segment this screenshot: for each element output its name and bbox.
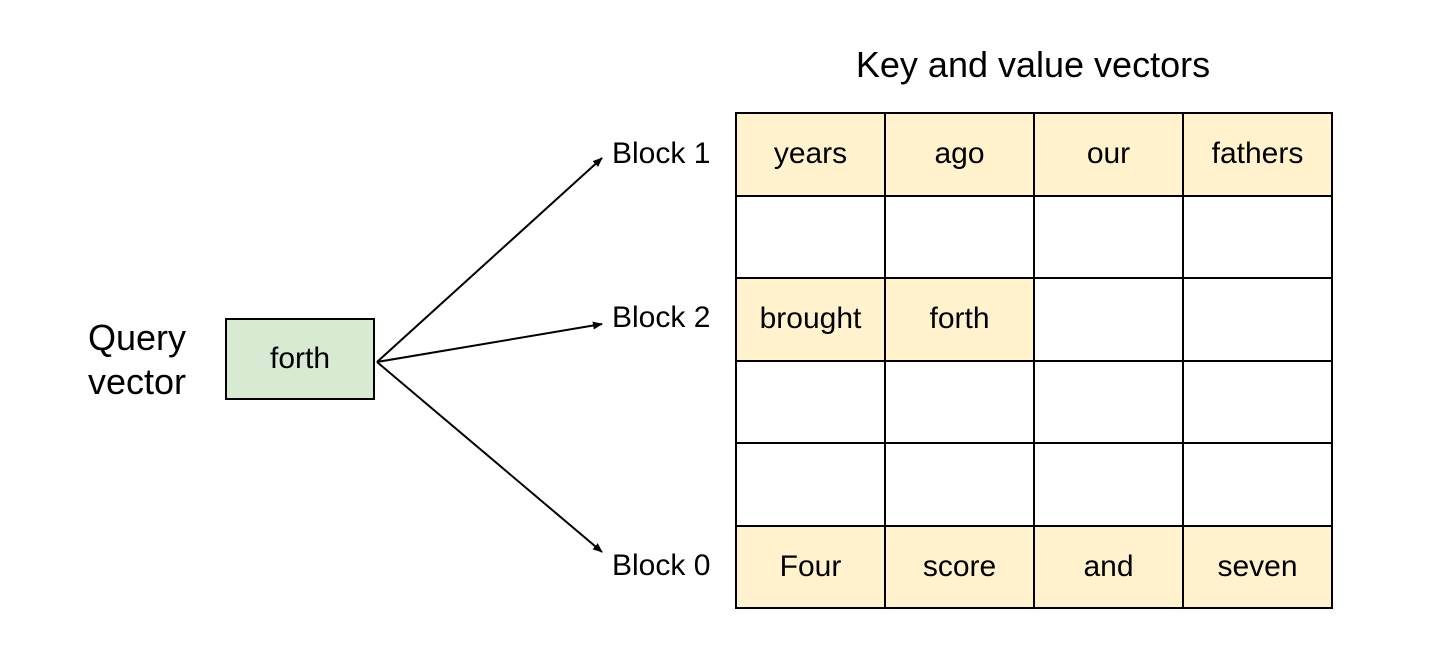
- token-cell: Four: [737, 526, 886, 609]
- empty-cell: [1184, 361, 1333, 444]
- empty-cell: [886, 444, 1035, 527]
- empty-cell: [737, 196, 886, 279]
- empty-cell: [1035, 196, 1184, 279]
- grid-title: Key and value vectors: [855, 44, 1211, 85]
- arrow-to-block-2: [376, 321, 603, 363]
- token-cell: score: [886, 526, 1035, 609]
- token-cell: forth: [886, 279, 1035, 362]
- token-cell: seven: [1184, 526, 1333, 609]
- empty-cell: [737, 444, 886, 527]
- empty-cell: [737, 361, 886, 444]
- empty-cell: [1035, 361, 1184, 444]
- block-label-1: Block 1: [612, 137, 711, 170]
- token-cell: fathers: [1184, 114, 1333, 197]
- block-label-0: Block 0: [612, 549, 711, 582]
- empty-cell: [1184, 196, 1333, 279]
- query-label-line-1: Query: [88, 317, 187, 358]
- block-label-2: Block 2: [612, 301, 711, 334]
- query-vector-box: forth: [225, 318, 375, 400]
- empty-cell: [1035, 279, 1184, 362]
- arrow-to-block-1: [376, 157, 603, 363]
- token-cell: our: [1035, 114, 1184, 197]
- query-label: Query vector: [88, 316, 186, 404]
- query-label-line-2: vector: [88, 361, 187, 402]
- empty-cell: [1035, 444, 1184, 527]
- token-cell: years: [737, 114, 886, 197]
- token-cell: brought: [737, 279, 886, 362]
- empty-cell: [1184, 279, 1333, 362]
- query-token: forth: [269, 342, 331, 375]
- empty-cell: [1184, 444, 1333, 527]
- empty-cell: [886, 361, 1035, 444]
- token-cell: ago: [886, 114, 1035, 197]
- token-cell: and: [1035, 526, 1184, 609]
- empty-cell: [886, 196, 1035, 279]
- arrow-to-block-0: [376, 361, 603, 553]
